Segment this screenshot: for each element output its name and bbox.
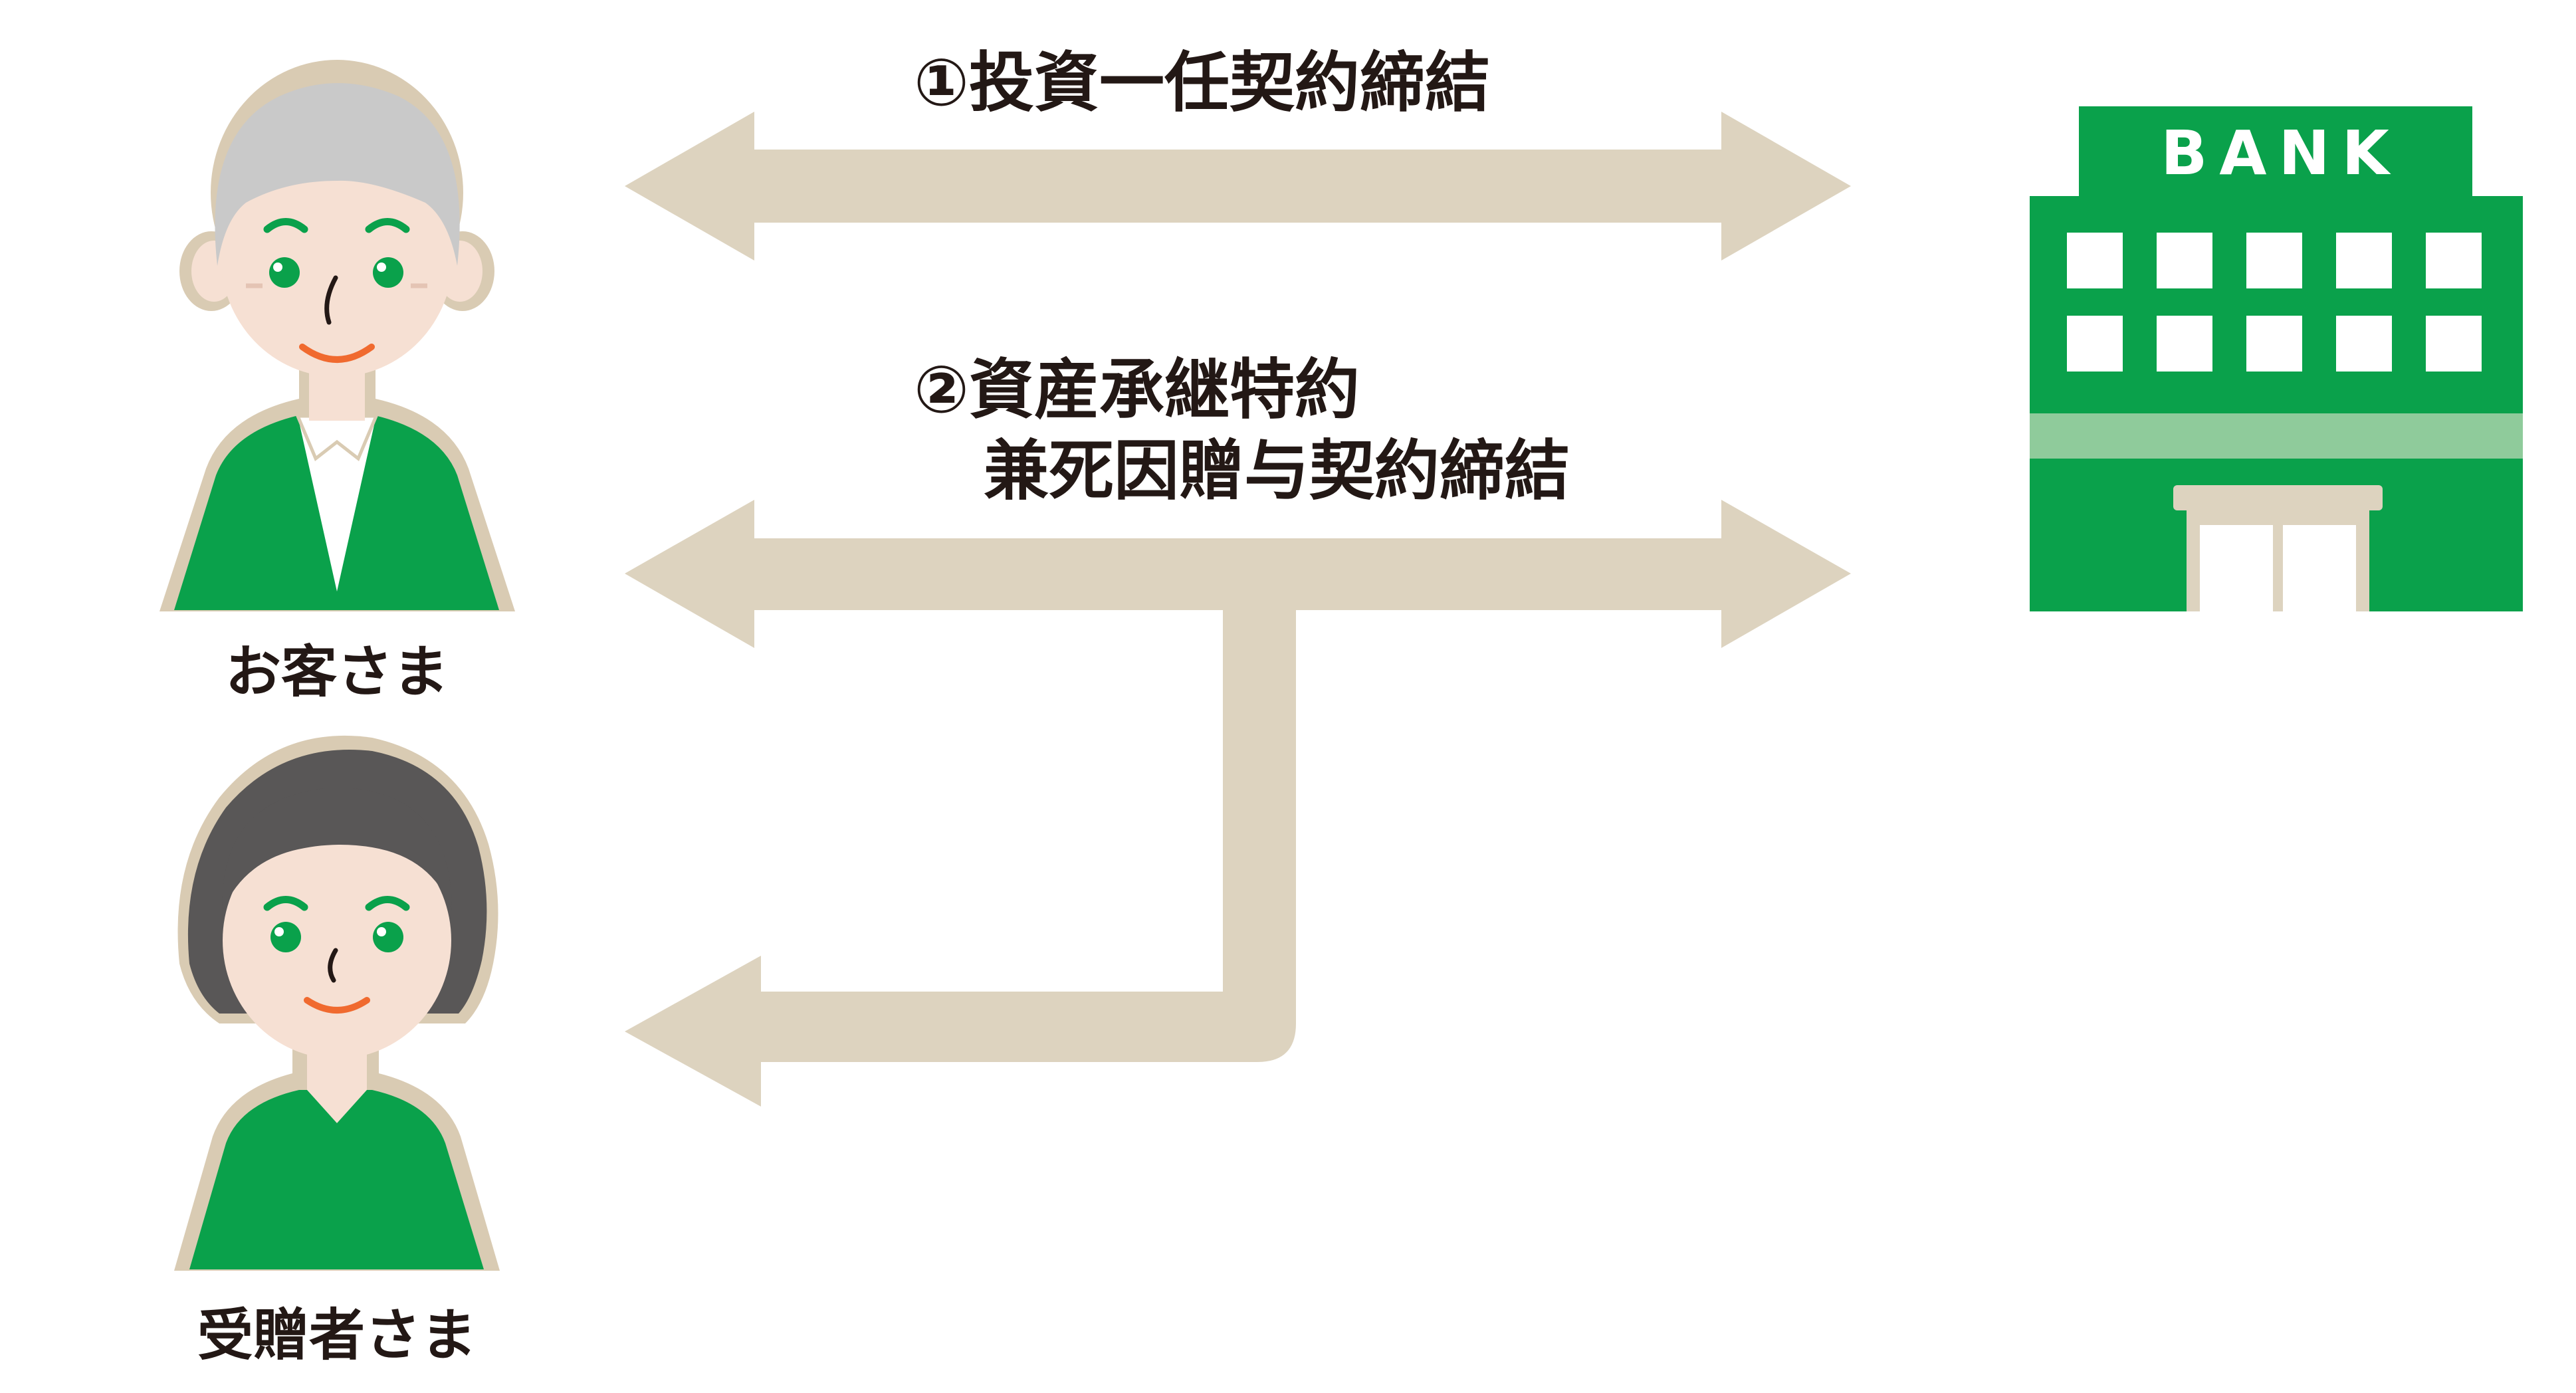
bank-window — [2157, 233, 2212, 288]
bank-door-left — [2200, 525, 2273, 611]
recipient-nose — [328, 948, 338, 983]
customer-label: お客さま — [225, 639, 449, 704]
customer-eyebrow-left — [263, 218, 308, 233]
customer-hair — [215, 83, 460, 266]
double-arrow-1 — [625, 112, 1851, 261]
customer-face — [221, 135, 453, 377]
bank-door-right — [2283, 525, 2356, 611]
recipient-face — [223, 822, 451, 1059]
bank-building-icon: BANK — [2030, 106, 2523, 611]
recipient-eyebrow-right — [365, 896, 410, 911]
recipient-eye-left — [270, 922, 301, 952]
bank-window — [2157, 316, 2212, 372]
bank-window — [2426, 316, 2482, 372]
contract-label-2-line1: ②資産承継特約 — [914, 352, 1360, 428]
bank-window — [2336, 233, 2392, 288]
recipient-fringe — [222, 788, 452, 911]
recipient-eye-right-highlight — [377, 927, 386, 936]
recipient-eye-right — [373, 922, 403, 952]
branch-arrow-to-recipient — [625, 610, 1296, 1107]
contract-label-1: ①投資一任契約締結 — [914, 45, 1490, 121]
customer-eye-right — [373, 257, 403, 288]
bank-windows-row-1 — [2067, 233, 2482, 288]
arrow-inheritance-contract — [625, 500, 1851, 1107]
arrow-investment-contract — [625, 112, 1851, 261]
elderly-man-icon — [160, 60, 515, 611]
recipient-label: 受贈者さま — [197, 1303, 477, 1368]
recipient-sweater — [189, 1090, 484, 1269]
recipient-eye-left-highlight — [274, 927, 284, 936]
recipient-mouth — [304, 997, 370, 1014]
bank-window — [2067, 233, 2123, 288]
customer-shirt — [298, 416, 376, 591]
bank-window — [2426, 233, 2482, 288]
bank-sign-panel — [2079, 106, 2472, 199]
bank-window — [2067, 316, 2123, 372]
customer-nose — [324, 275, 338, 325]
bank-sign-text: BANK — [2161, 118, 2401, 189]
double-arrow-2 — [625, 500, 1851, 648]
woman-icon — [174, 735, 500, 1271]
bank-stripe — [2030, 413, 2523, 459]
customer-eye-left — [269, 257, 300, 288]
bank-entrance-canopy — [2173, 485, 2383, 510]
bank-window — [2246, 316, 2302, 372]
bank-windows-row-2 — [2067, 316, 2482, 372]
bank-window — [2246, 233, 2302, 288]
bank-window — [2336, 316, 2392, 372]
customer-mouth — [299, 344, 375, 363]
customer-eyebrow-right — [365, 218, 410, 233]
customer-eye-right-highlight — [377, 263, 386, 272]
contract-label-2-line2: 兼死因贈与契約締結 — [984, 433, 1570, 509]
recipient-eyebrow-left — [263, 896, 308, 911]
customer-eye-left-highlight — [273, 263, 282, 272]
